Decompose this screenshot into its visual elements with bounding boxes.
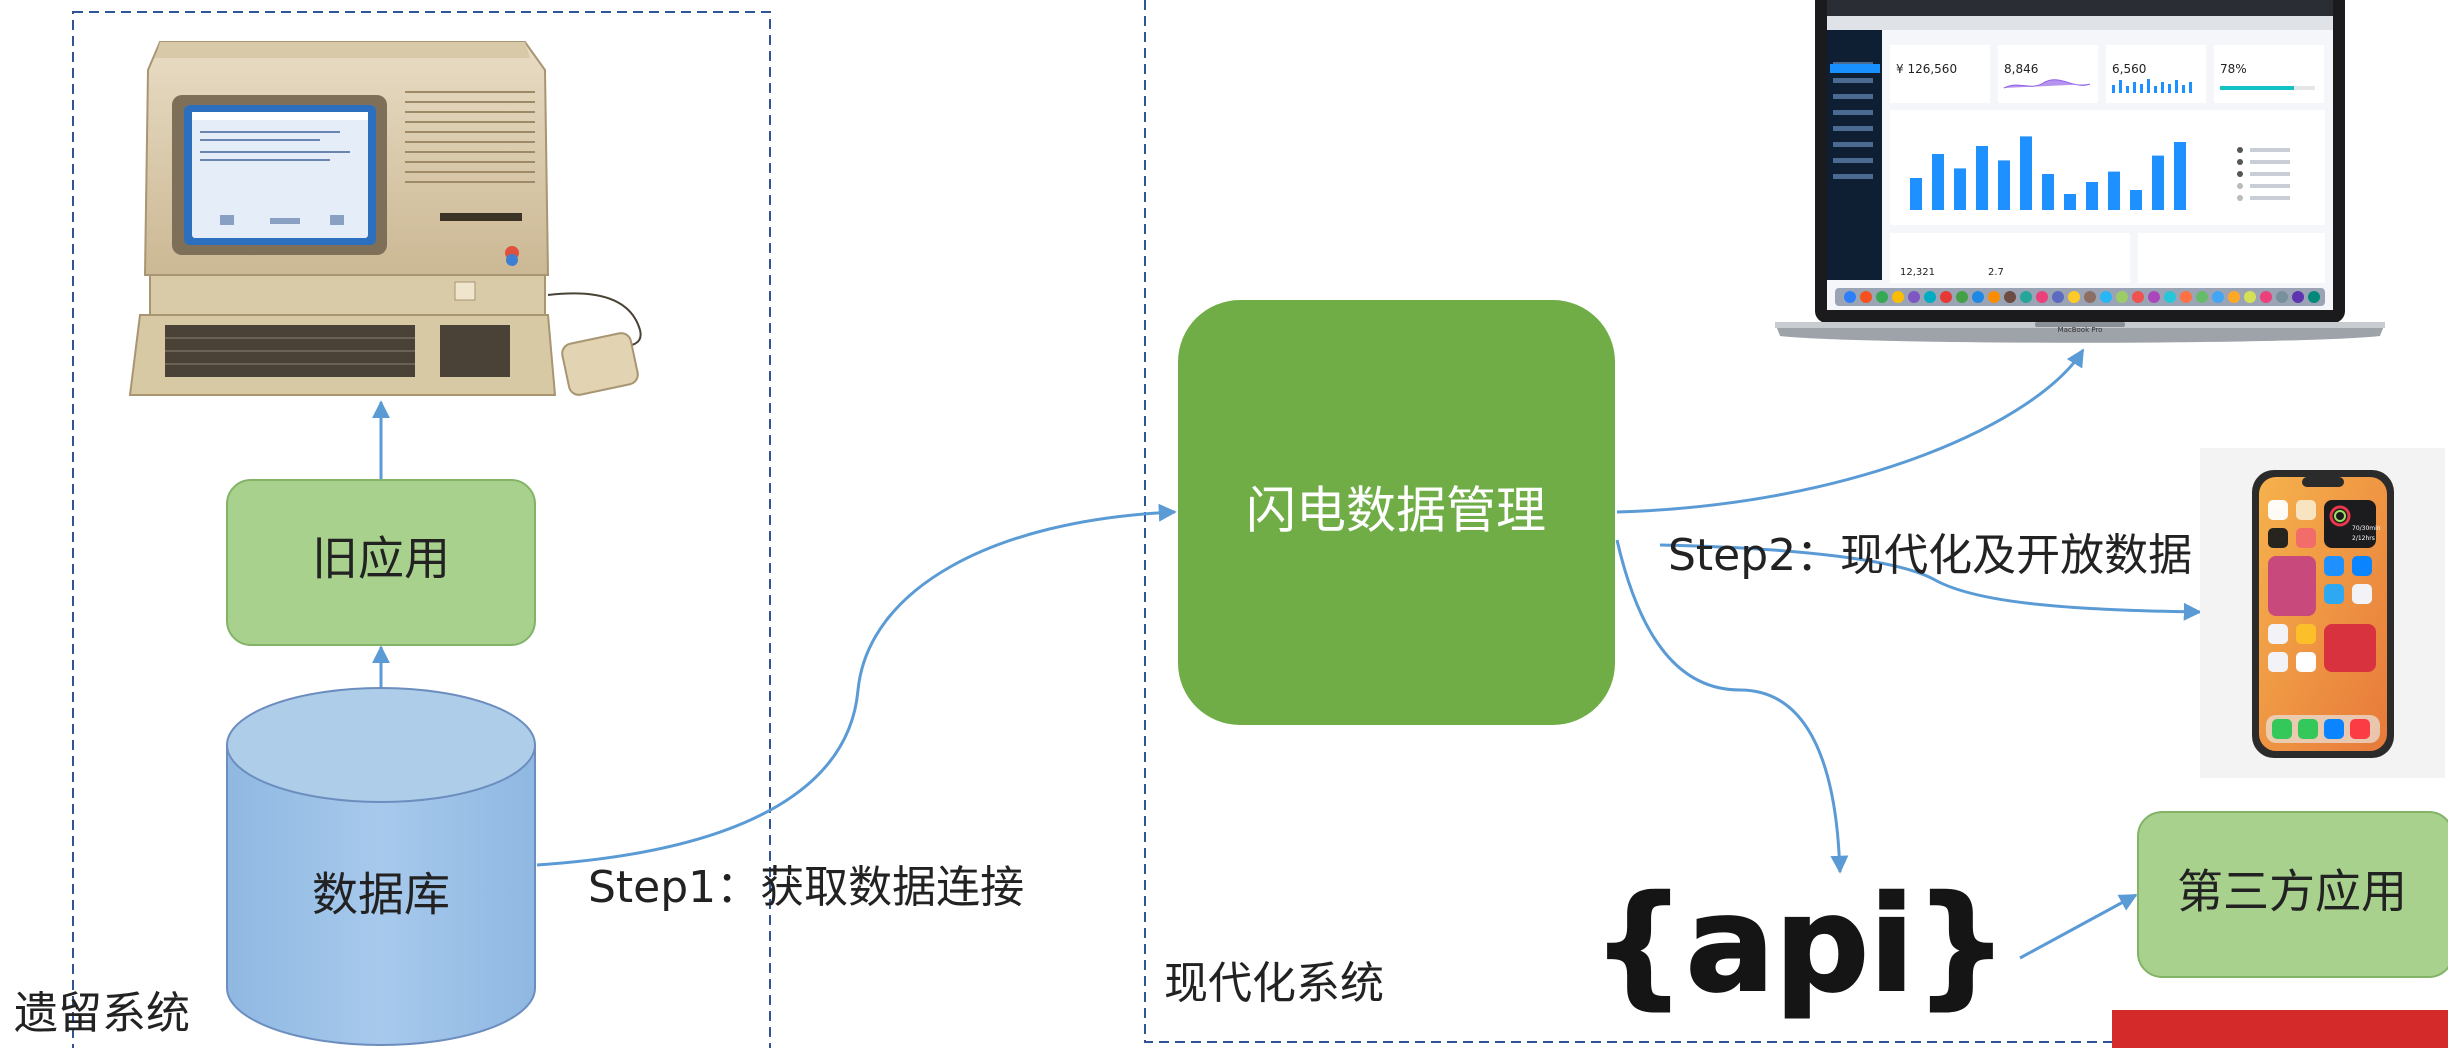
old-app-box [226,479,536,646]
phone-widget-text-1: 70/30min [2352,525,2381,532]
old-app-label: 旧应用 [312,532,450,586]
arrow-lightning-to-laptop [1616,348,2085,514]
third-party-app-box [2137,811,2448,978]
legacy-region-label: 遗留系统 [14,988,190,1039]
phone-widget-text-2: 2/12hrs [2352,535,2375,542]
legacy-computer-image [128,41,642,396]
modern-region-border [1144,0,2448,1043]
laptop-bar [2086,182,2098,210]
laptop-bar [1998,160,2010,210]
laptop-bar [2020,136,2032,210]
laptop-bar-chart [1910,136,2186,210]
database-cylinder [226,687,536,1046]
legacy-region-border [72,11,771,1048]
step1-label: Step1：获取数据连接 [588,862,1024,913]
lightning-data-box [1178,300,1615,725]
laptop-bar [1910,178,1922,210]
red-image-fragment [2112,1010,2448,1048]
kpi-1: ¥ 126,560 [1896,62,1957,76]
kpi-2: 8,846 [2004,62,2038,76]
laptop-bar [1932,154,1944,210]
laptop-bar [2174,142,2186,210]
modern-region-label: 现代化系统 [1164,958,1384,1009]
laptop-bar [2130,190,2142,210]
laptop-bar [2042,174,2054,210]
laptop-bar [2064,194,2076,210]
kpi-4: 78% [2220,62,2247,76]
lightning-data-label: 闪电数据管理 [1246,482,1546,540]
phone-image: 70/30min 2/12hrs [2200,448,2445,778]
arrow-lightning-to-phone [1659,543,2202,621]
kpi-3: 6,560 [2112,62,2146,76]
laptop-dashboard-image: ¥ 126,560 8,846 6,560 78% 12,321 [1775,0,2385,343]
database-label: 数据库 [312,868,450,922]
arrow-lightning-to-api [1615,539,1849,874]
laptop-stat-2: 2.7 [1988,267,2004,278]
laptop-bar [2108,171,2120,210]
api-logo: {api} [1592,868,2009,1022]
arrow-api-to-thirdparty [2019,893,2138,960]
laptop-bar [1976,146,1988,210]
laptop-stat-1: 12,321 [1900,267,1935,278]
laptop-brand: MacBook Pro [2058,326,2103,334]
step2-label: Step2：现代化及开放数据 [1668,530,2192,581]
third-party-app-label: 第三方应用 [2177,865,2407,919]
laptop-bar [2152,155,2164,210]
arrow-db-to-lightning [536,503,1177,867]
laptop-bar [1954,168,1966,210]
